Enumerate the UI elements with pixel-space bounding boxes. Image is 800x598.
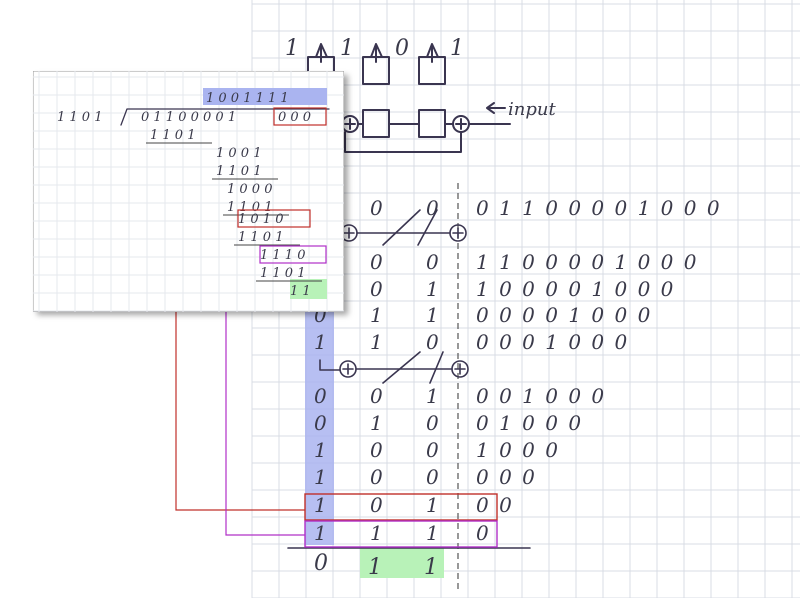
remainder-highlight	[360, 548, 444, 578]
stream-bits: 0 1 1 0 0 0 0 1 0 0 0	[476, 196, 722, 220]
top-bit-1: 1	[340, 36, 354, 61]
register-bit: 0	[370, 250, 383, 274]
division-step: 1 1	[290, 284, 311, 299]
register-bit: 0	[370, 384, 383, 408]
stream-bits: 1 1 0 0 0 0 1 0 0 0	[476, 250, 698, 274]
division-step: 1 1 0 1	[216, 164, 261, 179]
division-step: 1 1 0 1	[260, 266, 305, 281]
division-steps: 1 1 0 1 1 0 0 1 1 1 0 1 1 0 0 0 1 1 0 1 1 0 1…	[146, 128, 322, 299]
division-step: 1 0 1 0	[238, 212, 283, 227]
feedback-arrows	[287, 209, 531, 549]
register-bit: 1	[426, 277, 439, 301]
register-bit: 0	[426, 465, 439, 489]
stream-bits: 0 0 1 0 0 0	[476, 384, 606, 408]
register-bit: 1	[314, 465, 327, 489]
register-bit: 1	[370, 521, 383, 545]
register-bit: 1	[314, 521, 327, 545]
red-row-box	[304, 493, 498, 521]
register-bit: 0	[426, 411, 439, 435]
stream-bits: 0 0 0 1 0 0 0	[476, 330, 629, 354]
division-step: 1 1 0 1	[150, 128, 195, 143]
register-bit: 0	[370, 438, 383, 462]
register-bit: 0	[426, 250, 439, 274]
input-label: input	[508, 99, 556, 120]
quotient: 1 0 0 1 1 1 1	[206, 91, 289, 106]
register-bit: 1	[426, 384, 439, 408]
grid-paper	[251, 0, 800, 598]
register-bit: 0	[370, 196, 383, 220]
magenta-row-box	[304, 520, 498, 548]
remainder-bit-0: 0	[314, 551, 328, 576]
register-bit: 1	[370, 330, 383, 354]
inset-remainder-highlight	[290, 279, 327, 299]
register-bit: 1	[314, 493, 327, 517]
register-bit: 0	[370, 493, 383, 517]
stream-bits: 1 0 0 0 0 1 0 0 0	[476, 277, 675, 301]
division-step: 1 1 1 0	[260, 248, 305, 263]
register-bit: 0	[314, 411, 327, 435]
top-bit-0: 1	[285, 36, 299, 61]
remainder-bit-2: 1	[424, 555, 438, 580]
padding-zeros: 0 0 0	[278, 110, 311, 125]
division-step: 1 0 0 1	[216, 146, 261, 161]
inset-red-box	[237, 209, 311, 228]
division-step: 1 1 0 1	[238, 230, 283, 245]
remainder-bit-1: 1	[368, 555, 382, 580]
register-bit: 1	[426, 303, 439, 327]
padding-box	[273, 107, 327, 126]
stream-bits: 1 0 0 0	[476, 438, 560, 462]
register-bit: 1	[370, 411, 383, 435]
register-bit: 0	[370, 465, 383, 489]
top-bit-2: 0	[395, 36, 409, 61]
stream-bits: 0	[476, 521, 491, 545]
register-bit: 1	[314, 438, 327, 462]
long-division-inset: 1 0 0 1 1 1 1 1 1 0 1 0 1 1 0 0 0 0 1 0 …	[33, 71, 344, 312]
division-bracket	[120, 108, 330, 126]
register-bit: 1	[370, 303, 383, 327]
stream-bits: 0 0	[476, 493, 514, 517]
register-bit: 1	[314, 330, 327, 354]
stream-bits: 0 1 0 0 0	[476, 411, 583, 435]
dividend: 0 1 1 0 0 0 0 1	[141, 110, 236, 125]
stream-bits: 0 0 0 0 1 0 0 0	[476, 303, 652, 327]
top-bit-3: 1	[450, 36, 464, 61]
register-bit: 0	[426, 196, 439, 220]
register-bit: 0	[426, 438, 439, 462]
division-step: 1 0 0 0	[227, 182, 272, 197]
quotient-highlight	[203, 88, 327, 105]
stream-bits: 0 0 0	[476, 465, 537, 489]
register-bit: 0	[314, 384, 327, 408]
register-bit: 1	[426, 521, 439, 545]
register-bit: 0	[370, 277, 383, 301]
register-bit: 0	[426, 330, 439, 354]
inset-magenta-box	[259, 245, 327, 264]
register-bit: 1	[426, 493, 439, 517]
divisor: 1 1 0 1	[57, 110, 102, 125]
